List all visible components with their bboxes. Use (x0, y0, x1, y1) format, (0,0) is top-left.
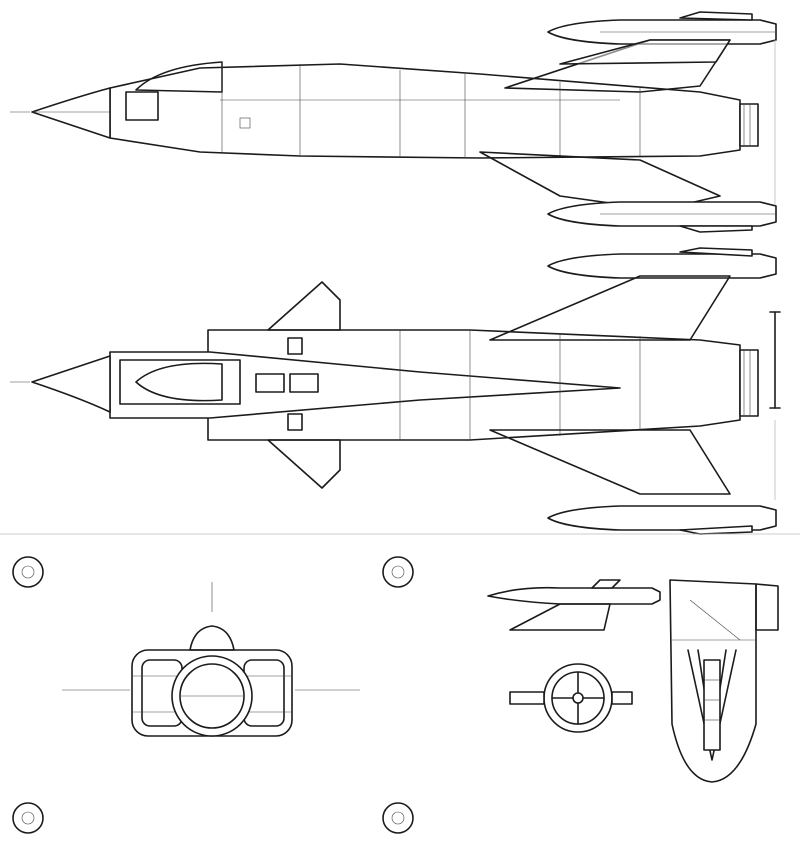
detail-tail-gear (669, 579, 779, 783)
front-pod-bottom-left (12, 802, 44, 834)
detail-missile-side (487, 579, 661, 631)
front-canopy (189, 625, 235, 651)
front-pod-top-left (12, 556, 44, 588)
top-upper-pod (547, 247, 777, 279)
top-lower-pod (547, 505, 777, 535)
upper-wingtip-pod (547, 11, 777, 45)
top-nose-cone (31, 355, 111, 413)
front-view (12, 556, 414, 834)
top-lower-wing (489, 429, 731, 495)
front-pod-top-right (382, 556, 414, 588)
top-upper-wing (489, 275, 731, 341)
side-view (10, 11, 777, 233)
top-lower-canard (267, 439, 341, 489)
side-fuselage (109, 63, 741, 159)
side-nose-cone (31, 87, 111, 139)
top-nozzle (739, 349, 759, 417)
detail-cross-section (509, 663, 633, 733)
side-canopy (135, 61, 223, 93)
top-canopy (135, 362, 223, 402)
detail-views (487, 579, 779, 783)
lower-wingtip-pod (547, 201, 777, 233)
front-pod-bottom-right (382, 802, 414, 834)
top-view (10, 247, 781, 535)
side-nozzle (739, 103, 759, 147)
top-upper-canard (267, 281, 341, 331)
